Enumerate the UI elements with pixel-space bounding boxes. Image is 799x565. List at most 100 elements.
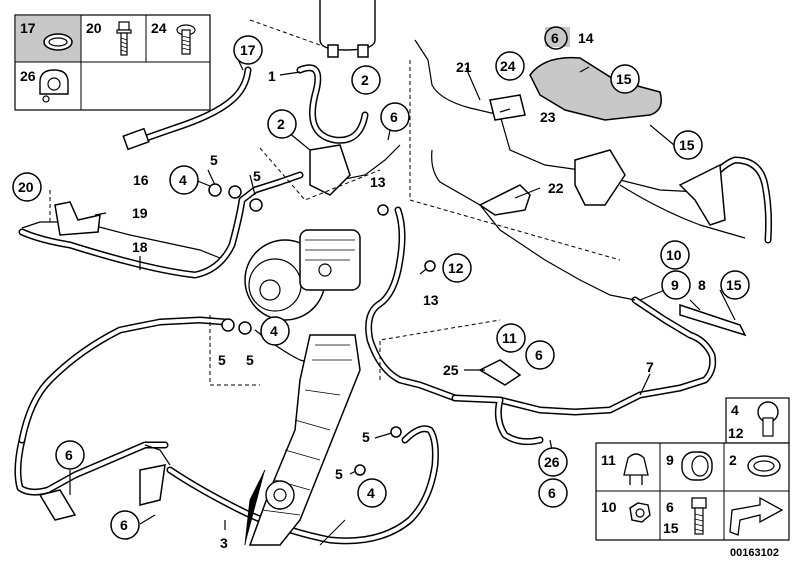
svg-text:6: 6 bbox=[548, 485, 556, 501]
svg-text:2: 2 bbox=[277, 116, 285, 132]
part-labels: 1 21 23 16 5 5 13 19 18 22 13 8 5 5 25 7… bbox=[132, 59, 706, 551]
label-5c: 5 bbox=[218, 352, 226, 368]
spring-clip-icon bbox=[623, 453, 649, 485]
legend-num-24: 24 bbox=[151, 20, 167, 36]
label-22: 22 bbox=[548, 180, 564, 196]
label-16: 16 bbox=[133, 172, 149, 188]
callout-4-left: 4 bbox=[169, 165, 199, 195]
callout-12: 12 bbox=[442, 253, 472, 283]
svg-text:11: 11 bbox=[502, 330, 517, 346]
legend-num-17: 17 bbox=[20, 20, 36, 36]
label-13b: 13 bbox=[423, 292, 439, 308]
callout-6-top: 6 bbox=[380, 102, 410, 132]
svg-text:4: 4 bbox=[270, 323, 278, 339]
svg-text:6: 6 bbox=[535, 347, 543, 363]
banjo-bolt-icon bbox=[757, 401, 779, 437]
callout-6-14: 6 14 bbox=[544, 26, 594, 50]
fluid-reservoir bbox=[319, 0, 376, 58]
svg-text:6: 6 bbox=[65, 447, 73, 463]
callout-9: 9 bbox=[661, 270, 691, 300]
callout-4-pump: 4 bbox=[260, 316, 290, 346]
rubber-sleeve-icon bbox=[681, 451, 713, 481]
callout-2-top: 2 bbox=[351, 65, 381, 95]
label-5a: 5 bbox=[210, 152, 218, 168]
label-5f: 5 bbox=[335, 466, 343, 482]
label-25: 25 bbox=[443, 362, 459, 378]
svg-text:6: 6 bbox=[551, 30, 559, 46]
svg-text:4: 4 bbox=[367, 485, 375, 501]
svg-text:26: 26 bbox=[544, 454, 560, 470]
svg-text:20: 20 bbox=[18, 179, 34, 195]
callout-6-bottom-right: 6 bbox=[538, 478, 568, 508]
svg-text:6: 6 bbox=[120, 517, 128, 533]
legend-num-26: 26 bbox=[20, 68, 36, 84]
screw-bolt-icon bbox=[116, 21, 132, 56]
hoses bbox=[14, 39, 773, 545]
label-5d: 5 bbox=[246, 352, 254, 368]
svg-text:15: 15 bbox=[726, 277, 742, 293]
legend-num-11: 11 bbox=[601, 452, 616, 468]
legend-num-20: 20 bbox=[86, 20, 102, 36]
callout-15-8: 15 bbox=[720, 270, 750, 300]
svg-text:12: 12 bbox=[448, 260, 464, 276]
seal-rings bbox=[208, 183, 436, 476]
callout-15-top: 15 bbox=[610, 64, 640, 94]
label-8: 8 bbox=[698, 277, 706, 293]
label-18: 18 bbox=[132, 239, 148, 255]
label-23: 23 bbox=[540, 109, 556, 125]
svg-text:6: 6 bbox=[390, 109, 398, 125]
svg-text:24: 24 bbox=[500, 58, 516, 74]
diagram-code: 00163102 bbox=[730, 547, 779, 559]
legend-num-12: 12 bbox=[728, 425, 744, 441]
hose-clamp-icon bbox=[43, 33, 73, 51]
callout-6-left: 6 bbox=[55, 440, 85, 470]
heat-shield bbox=[529, 56, 662, 121]
svg-text:17: 17 bbox=[240, 42, 256, 58]
legend-top-left: 17 20 24 26 bbox=[14, 14, 211, 111]
steering-gear bbox=[244, 334, 361, 546]
label-3: 3 bbox=[220, 535, 228, 551]
label-1: 1 bbox=[268, 68, 276, 84]
label-7: 7 bbox=[646, 359, 654, 375]
label-5e: 5 bbox=[362, 429, 370, 445]
callout-6-mid: 6 bbox=[525, 340, 555, 370]
callouts: 17 2 2 6 6 14 24 15 15 20 4 4 4 12 10 9 … bbox=[12, 26, 750, 540]
label-5b: 5 bbox=[253, 168, 261, 184]
callout-10: 10 bbox=[660, 240, 690, 270]
legend-num-4: 4 bbox=[731, 402, 739, 418]
callout-15-right: 15 bbox=[673, 130, 703, 160]
legend-num-15: 15 bbox=[663, 520, 679, 536]
svg-text:2: 2 bbox=[361, 72, 369, 88]
svg-text:15: 15 bbox=[679, 137, 695, 153]
legend-num-9: 9 bbox=[666, 452, 674, 468]
label-13a: 13 bbox=[370, 174, 386, 190]
callout-4-bottom: 4 bbox=[357, 478, 387, 508]
pipe-clip-icon bbox=[39, 69, 69, 103]
svg-text:10: 10 bbox=[666, 247, 682, 263]
hose-clamp-icon bbox=[747, 455, 781, 477]
label-21: 21 bbox=[456, 59, 472, 75]
callout-11: 11 bbox=[496, 323, 526, 353]
hex-bolt-icon bbox=[691, 497, 707, 535]
cap-bolt-icon bbox=[176, 24, 196, 55]
legend-num-10: 10 bbox=[601, 499, 617, 515]
legend-num-6: 6 bbox=[666, 499, 674, 515]
callout-26: 26 bbox=[538, 447, 568, 477]
power-steering-pump bbox=[244, 229, 361, 321]
brackets bbox=[38, 94, 747, 521]
label-19: 19 bbox=[132, 205, 148, 221]
callout-17: 17 bbox=[233, 35, 263, 65]
svg-text:14: 14 bbox=[578, 30, 594, 46]
legend-num-2: 2 bbox=[729, 452, 737, 468]
callout-20: 20 bbox=[12, 172, 42, 202]
hex-nut-icon bbox=[629, 502, 651, 523]
svg-text:15: 15 bbox=[616, 71, 632, 87]
callout-6-bottom-left: 6 bbox=[110, 510, 140, 540]
arrow-icon bbox=[729, 496, 784, 536]
svg-text:9: 9 bbox=[671, 277, 679, 293]
svg-text:4: 4 bbox=[179, 172, 187, 188]
legend-bottom-right: 4 12 11 9 2 10 6 15 bbox=[595, 397, 790, 541]
callout-2-mid: 2 bbox=[267, 109, 297, 139]
callout-24: 24 bbox=[495, 51, 525, 81]
